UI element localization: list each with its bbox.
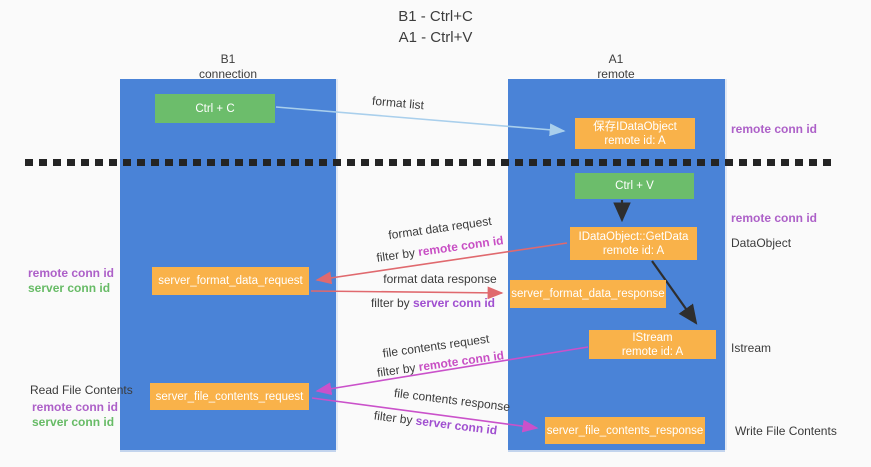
node-save-idataobject-line2: remote id: A: [604, 134, 666, 147]
lifeline-left-subtitle: connection: [198, 67, 258, 81]
annotation-write-file-contents: Write File Contents: [735, 424, 837, 438]
edge-label-filter-server-1: filter by server conn id: [358, 296, 508, 311]
node-save-idataobject-line1: 保存IDataObject: [593, 120, 677, 133]
node-server-format-data-request: server_format_data_request: [152, 267, 309, 295]
annotation-istream: Istream: [731, 341, 772, 355]
node-ctrl-c: Ctrl + C: [155, 94, 275, 123]
node-istream-line2: remote id: A: [621, 345, 684, 358]
node-server-format-data-response: server_format_data_response: [510, 280, 666, 308]
node-ctrl-v-label: Ctrl + V: [615, 180, 654, 192]
node-server-file-contents-request-label: server_file_contents_request: [155, 390, 304, 403]
lifeline-left-header: B1 connection: [148, 52, 308, 82]
node-server-file-contents-response: server_file_contents_response: [545, 417, 705, 444]
diagram-title: B1 - Ctrl+C A1 - Ctrl+V: [0, 6, 871, 48]
filter-prefix: filter by: [375, 245, 420, 265]
node-getdata-line1: IDataObject::GetData: [578, 230, 689, 243]
node-save-idataobject: 保存IDataObject remote id: A: [575, 118, 695, 149]
annotation-dataobject: DataObject: [731, 236, 792, 250]
node-ctrl-c-label: Ctrl + C: [195, 102, 235, 115]
diagram-title-line1: B1 - Ctrl+C: [398, 8, 473, 25]
filter-prefix: filter by: [373, 408, 417, 428]
annotation-read-file-contents: Read File Contents: [30, 383, 133, 397]
filter-key-server-conn-id: server conn id: [412, 296, 496, 310]
edge-label-format-list: format list: [371, 93, 425, 113]
node-istream: IStream remote id: A: [589, 330, 716, 359]
format-data-response-arrow: [310, 286, 504, 300]
node-server-file-contents-request: server_file_contents_request: [150, 383, 309, 410]
lifeline-right-header: A1 remote: [536, 52, 696, 82]
edge-label-format-data-response: format data response: [383, 272, 497, 286]
node-getdata-line2: remote id: A: [602, 244, 665, 257]
annotation-remote-conn-id-left-1: remote conn id: [28, 266, 115, 280]
lifeline-right-subtitle: remote: [597, 67, 635, 81]
node-istream-line1: IStream: [632, 331, 673, 344]
annotation-server-conn-id-left-2: server conn id: [32, 415, 115, 429]
annotation-server-conn-id-left-1: server conn id: [28, 281, 111, 295]
annotation-remote-conn-id-left-2: remote conn id: [32, 400, 119, 414]
dashed-separator: [25, 159, 833, 166]
lifeline-right-title: A1: [608, 52, 624, 66]
annotation-remote-conn-id-top-right: remote conn id: [731, 122, 818, 136]
node-getdata: IDataObject::GetData remote id: A: [570, 227, 697, 260]
filter-prefix: filter by: [370, 296, 413, 310]
filter-key-server-conn-id: server conn id: [414, 413, 498, 438]
node-server-format-data-response-label: server_format_data_response: [511, 288, 665, 300]
node-server-format-data-request-label: server_format_data_request: [158, 275, 303, 287]
annotation-remote-conn-id-mid-right: remote conn id: [731, 211, 818, 225]
diagram-title-line2: A1 - Ctrl+V: [398, 29, 473, 46]
lifeline-left-title: B1: [220, 52, 236, 66]
node-server-file-contents-response-label: server_file_contents_response: [546, 424, 704, 437]
node-ctrl-v: Ctrl + V: [575, 173, 694, 199]
filter-prefix: filter by: [376, 360, 420, 380]
